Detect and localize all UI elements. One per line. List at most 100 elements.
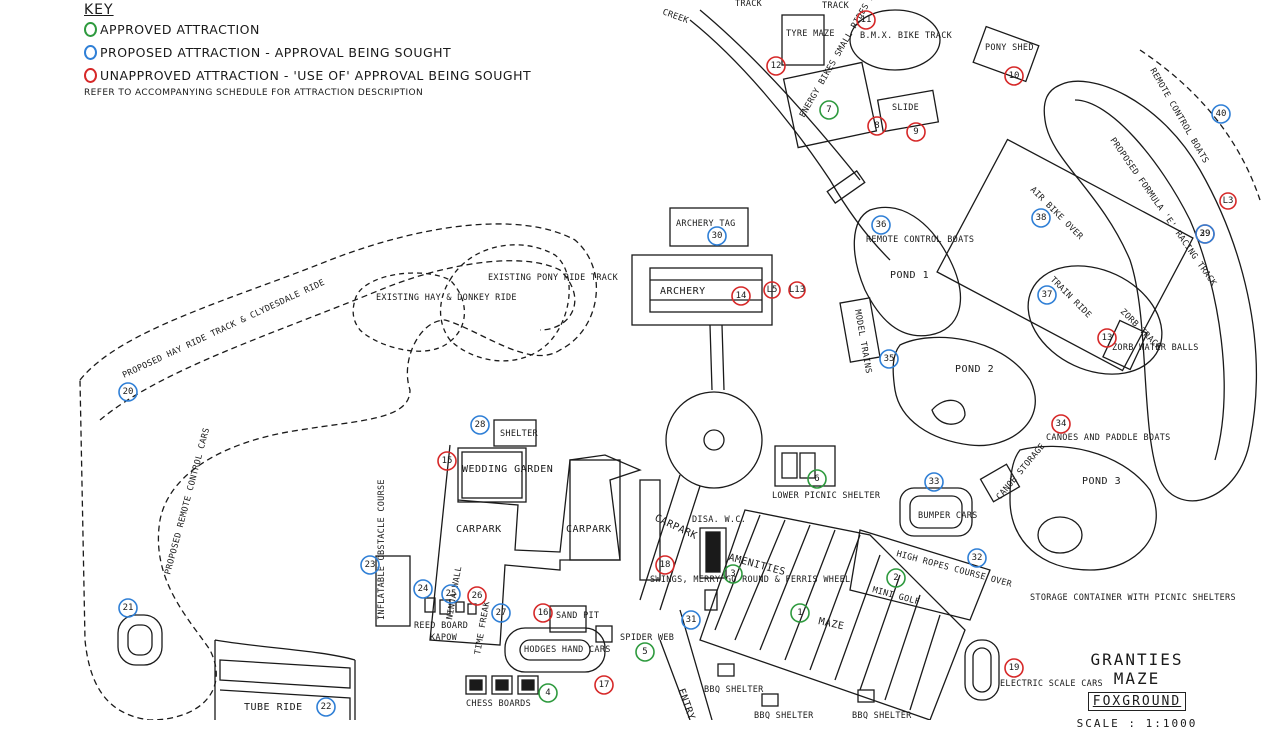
label-zorb-balls: ZORB WATER BALLS xyxy=(1112,343,1199,353)
marker-circle-icon xyxy=(594,675,614,695)
marker-number: 17 xyxy=(599,680,610,690)
map-key: KEY APPROVED ATTRACTION PROPOSED ATTRACT… xyxy=(84,2,531,98)
attraction-marker-37[interactable]: 37 xyxy=(1037,285,1057,305)
marker-number: 24 xyxy=(418,584,429,594)
marker-circle-icon xyxy=(790,603,810,623)
label-bumper-cars: BUMPER CARS xyxy=(918,511,978,521)
attraction-marker-40[interactable]: 40 xyxy=(1211,104,1231,124)
attraction-marker-25[interactable]: 25 xyxy=(441,584,461,604)
map-location: FOXGROUND xyxy=(1087,692,1187,711)
label-energy-bikes: ENERGY BIKES SMALL RIDES AREA xyxy=(798,0,885,120)
attraction-marker-36[interactable]: 36 xyxy=(871,215,891,235)
marker-circle-icon xyxy=(360,555,380,575)
marker-number: 29 xyxy=(1200,229,1211,239)
attraction-marker-6[interactable]: 6 xyxy=(807,469,827,489)
bmx-track xyxy=(849,9,941,71)
marker-number: 30 xyxy=(712,231,723,241)
marker-circle-icon xyxy=(118,382,138,402)
attraction-marker-12[interactable]: 12 xyxy=(766,56,786,76)
marker-circle-icon xyxy=(533,603,553,623)
marker-circle-icon xyxy=(118,598,138,618)
label-canoe-storage: CANOE STORAGE xyxy=(995,442,1048,502)
attraction-marker-3[interactable]: 3 xyxy=(723,564,743,584)
attraction-marker-22[interactable]: 22 xyxy=(316,697,336,717)
attraction-marker-31[interactable]: 31 xyxy=(681,610,701,630)
marker-number: 3 xyxy=(730,569,735,579)
attraction-marker-33[interactable]: 33 xyxy=(924,472,944,492)
attraction-marker-L13[interactable]: L13 xyxy=(788,281,806,299)
attraction-marker-14[interactable]: 14 xyxy=(731,286,751,306)
label-bbq-1: BBQ SHELTER xyxy=(704,685,764,695)
wedding-garden-box xyxy=(457,447,527,503)
marker-number: 35 xyxy=(884,354,895,364)
attraction-marker-26[interactable]: 26 xyxy=(467,586,487,606)
marker-number: 10 xyxy=(1009,71,1020,81)
label-tube-ride: TUBE RIDE xyxy=(244,702,303,713)
marker-number: 4 xyxy=(545,688,550,698)
pond-1 xyxy=(853,206,962,337)
label-proposed-cars: PROPOSED REMOTE CONTROL CARS xyxy=(163,427,212,576)
label-canoes: CANOES AND PADDLE BOATS xyxy=(1046,433,1171,443)
marker-number: 19 xyxy=(1009,663,1020,673)
marker-number: 25 xyxy=(446,589,457,599)
label-hay-ride: EXISTING HAY & DONKEY RIDE xyxy=(376,293,517,303)
attraction-marker-38[interactable]: 38 xyxy=(1031,208,1051,228)
attraction-marker-1[interactable]: 1 xyxy=(790,603,810,623)
marker-circle-icon xyxy=(491,603,511,623)
attraction-marker-16[interactable]: 16 xyxy=(533,603,553,623)
marker-number: 31 xyxy=(686,615,697,625)
scale-label: SCALE : xyxy=(1076,717,1137,730)
marker-circle-icon xyxy=(1051,414,1071,434)
key-label-approved: APPROVED ATTRACTION xyxy=(100,22,260,37)
label-archery: ARCHERY xyxy=(660,286,706,297)
attraction-marker-20[interactable]: 20 xyxy=(118,382,138,402)
carpark-outline xyxy=(429,444,642,646)
attraction-marker-39[interactable]: 39 xyxy=(1195,224,1215,244)
attraction-marker-7[interactable]: 7 xyxy=(819,100,839,120)
marker-number: L5 xyxy=(767,285,778,295)
attraction-marker-35[interactable]: 35 xyxy=(879,349,899,369)
attraction-marker-L5[interactable]: L5 xyxy=(763,281,781,299)
attraction-marker-15[interactable]: 15 xyxy=(437,451,457,471)
attraction-marker-8[interactable]: 8 xyxy=(867,116,887,136)
attraction-marker-24[interactable]: 24 xyxy=(413,579,433,599)
marker-circle-icon xyxy=(967,548,987,568)
marker-circle-icon xyxy=(788,281,806,299)
marker-circle-icon xyxy=(470,415,490,435)
label-rc-boats: REMOTE CONTROL BOATS xyxy=(866,235,974,245)
attraction-marker-9[interactable]: 9 xyxy=(906,122,926,142)
attraction-marker-34[interactable]: 34 xyxy=(1051,414,1071,434)
attraction-marker-11[interactable]: 11 xyxy=(856,10,876,30)
attraction-marker-5[interactable]: 5 xyxy=(635,642,655,662)
attraction-marker-30[interactable]: 30 xyxy=(707,226,727,246)
label-high-ropes: HIGH ROPES COURSE OVER xyxy=(895,549,1013,590)
creek-line xyxy=(689,19,891,261)
marker-circle-icon xyxy=(1195,224,1215,244)
marker-number: 18 xyxy=(660,560,671,570)
attraction-marker-32[interactable]: 32 xyxy=(967,548,987,568)
label-bbq-3: BBQ SHELTER xyxy=(852,711,912,720)
marker-circle-icon xyxy=(763,281,781,299)
inflatable-box xyxy=(375,555,411,627)
shelter-box xyxy=(493,419,537,447)
marker-number: 36 xyxy=(876,220,887,230)
marker-circle-icon xyxy=(1211,104,1231,124)
attraction-marker-19[interactable]: 19 xyxy=(1004,658,1024,678)
attraction-marker-2[interactable]: 2 xyxy=(886,568,906,588)
marker-number: L13 xyxy=(789,285,805,295)
attraction-marker-L3[interactable]: L3 xyxy=(1219,192,1237,210)
attraction-marker-17[interactable]: 17 xyxy=(594,675,614,695)
key-row-proposed: PROPOSED ATTRACTION - APPROVAL BEING SOU… xyxy=(84,41,531,64)
attraction-marker-4[interactable]: 4 xyxy=(538,683,558,703)
attraction-marker-28[interactable]: 28 xyxy=(470,415,490,435)
marker-number: 39 xyxy=(1200,229,1211,239)
label-carpark-1: CARPARK xyxy=(456,524,502,535)
attraction-marker-23[interactable]: 23 xyxy=(360,555,380,575)
label-slide: SLIDE xyxy=(892,103,919,113)
marker-number: 38 xyxy=(1036,213,1047,223)
attraction-marker-13[interactable]: 13 xyxy=(1097,328,1117,348)
attraction-marker-18[interactable]: 18 xyxy=(655,555,675,575)
attraction-marker-27[interactable]: 27 xyxy=(491,603,511,623)
attraction-marker-21[interactable]: 21 xyxy=(118,598,138,618)
attraction-marker-10[interactable]: 10 xyxy=(1004,66,1024,86)
